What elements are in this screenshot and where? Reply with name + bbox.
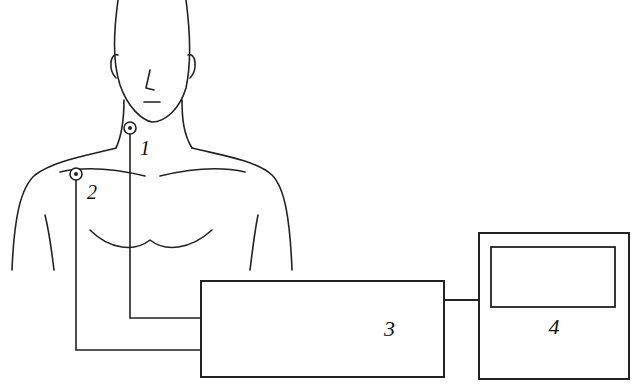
screen-rect xyxy=(491,247,615,307)
signal-cable xyxy=(445,299,478,301)
wire xyxy=(76,180,200,350)
electrode-wires xyxy=(76,134,200,350)
armpit-line xyxy=(45,215,54,270)
neck-left xyxy=(116,100,124,148)
monitor-screen xyxy=(480,234,628,378)
electrode xyxy=(124,122,136,134)
chest-line xyxy=(90,230,212,247)
callout-number: 1 xyxy=(139,138,151,158)
armpit-line xyxy=(250,215,258,270)
right-shoulder xyxy=(192,148,292,270)
electrode xyxy=(70,168,82,180)
amplifier-box: 3 xyxy=(200,280,445,378)
callout-number: 3 xyxy=(384,318,395,340)
ear xyxy=(111,55,118,78)
neck-right xyxy=(182,100,192,148)
head-outline xyxy=(115,0,190,122)
left-shoulder xyxy=(12,148,116,270)
nose-mouth xyxy=(144,70,160,102)
callout-number: 2 xyxy=(86,182,98,202)
electrodes xyxy=(70,122,136,180)
monitor-box: 4 xyxy=(478,232,630,380)
electrode-dot xyxy=(74,172,78,176)
callout-number: 4 xyxy=(549,316,560,338)
electrode-dot xyxy=(128,126,132,130)
collarbone xyxy=(60,169,245,176)
wire xyxy=(130,134,200,318)
ear xyxy=(188,55,195,78)
